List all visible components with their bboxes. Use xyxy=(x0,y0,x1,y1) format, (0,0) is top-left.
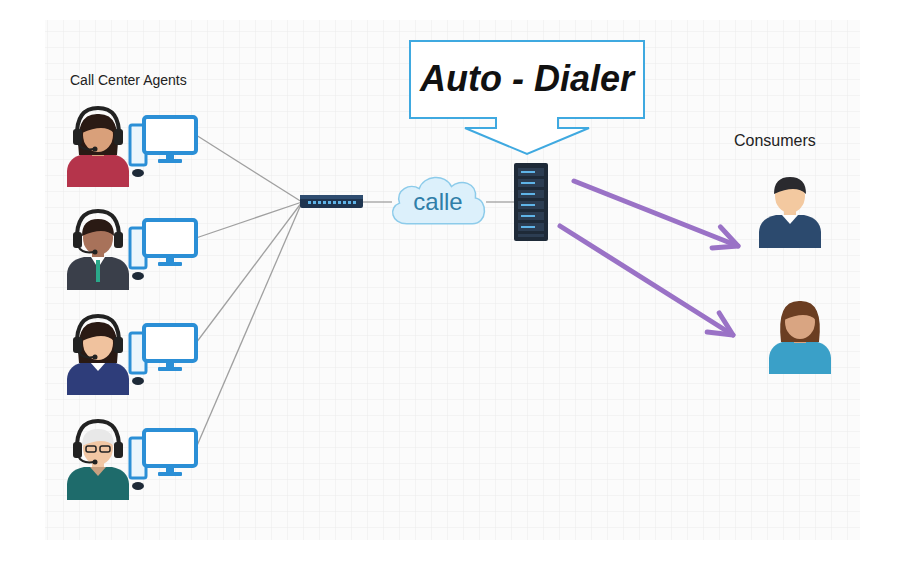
call-center-agent xyxy=(67,211,196,290)
call-arrows xyxy=(560,181,738,335)
network-wires xyxy=(196,135,514,448)
server-tower xyxy=(514,163,548,241)
call-center-agent xyxy=(67,316,196,395)
node-text: calle xyxy=(386,189,490,215)
group-label: Call Center Agents xyxy=(70,72,187,88)
call-center-agent xyxy=(67,421,196,500)
consumer-figure xyxy=(769,301,831,374)
callout-box: Auto - Dialer xyxy=(409,40,645,156)
call-center-agent xyxy=(67,108,196,187)
grid-background xyxy=(45,20,860,540)
node-text: Auto - Dialer xyxy=(409,59,645,99)
group-label: Consumers xyxy=(734,132,816,150)
consumer-figure xyxy=(759,177,821,248)
network-switch xyxy=(300,195,363,208)
cloud-logo: calle xyxy=(386,170,490,228)
